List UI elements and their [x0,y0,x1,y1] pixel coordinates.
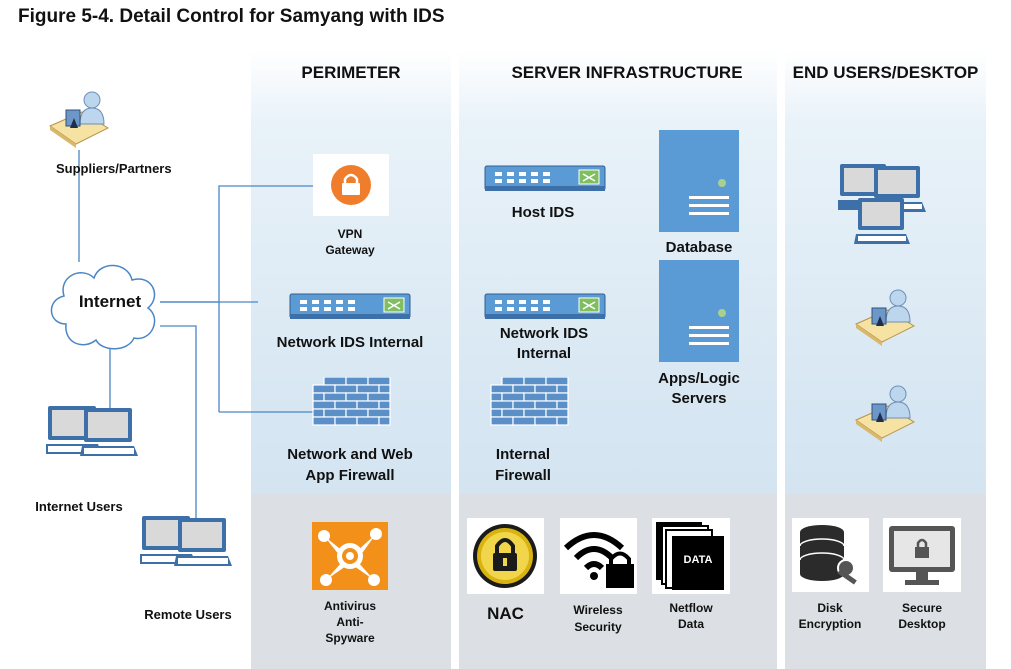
secure-label-line1: Secure [901,601,943,615]
server-nids-label-line2: Internal [516,345,572,362]
firewall-label-line2: App Firewall [305,467,395,484]
vpn-label-line1: VPN [337,227,363,241]
internet-cloud-icon [50,264,156,350]
database-key-icon [799,525,857,585]
suppliers-label: Suppliers/Partners [56,161,172,176]
vpn-gateway-tile [313,154,389,216]
antivirus-icon [318,528,382,586]
network-ids-internal-label: Network IDS Internal [276,334,424,351]
internal-firewall-label-line2: Firewall [495,467,551,484]
nac-padlock-icon [473,524,537,588]
vpn-lock-icon [331,165,371,205]
apps-label-line2: Servers [671,390,727,407]
apps-label-line1: Apps/Logic [658,370,740,387]
remote-users-computer-icon [140,516,232,566]
disk-label-line2: Encryption [798,617,862,631]
network-ids-appliance-icon [289,293,411,319]
antivirus-tile [312,522,388,590]
host-ids-appliance-icon [484,165,606,191]
desktop-computers-icon [838,164,926,244]
server-heading: SERVER INFRASTRUCTURE [511,63,743,82]
vpn-label-line2: Gateway [325,243,375,257]
antivirus-label-line1: Antivirus [323,599,376,613]
figure-title: Figure 5-4. Detail Control for Samyang w… [18,6,445,27]
internal-firewall-label-line1: Internal [495,446,551,463]
apps-server-icon [659,260,739,362]
nac-label: NAC [487,604,524,623]
remote-users-label: Remote Users [144,607,232,622]
perimeter-heading: PERIMETER [301,63,401,82]
antivirus-label-line3: Spyware [325,631,375,645]
firewall-label-line1: Network and Web [287,446,413,463]
internet-users-label: Internet Users [35,499,123,514]
wireless-label-line1: Wireless [573,603,623,617]
disk-label-line1: Disk [817,601,843,615]
wifi-lock-icon [563,532,634,588]
monitor-lock-icon [889,526,955,585]
server-network-ids-appliance-icon [484,293,606,319]
antivirus-label-line2: Anti- [336,615,364,629]
server-nids-label-line1: Network IDS [499,325,589,342]
end-user-icon-1 [854,289,916,346]
wireless-label-line2: Security [574,620,622,634]
firewall-icon [312,377,391,426]
database-label: Database [665,239,733,256]
secure-label-line2: Desktop [898,617,946,631]
supplier-user-icon [48,91,110,148]
netflow-label-line1: Netflow [669,601,713,615]
nac-tile [467,518,544,594]
host-ids-label: Host IDS [511,204,575,221]
disk-encryption-tile [792,518,869,592]
internet-users-computer-icon [46,406,138,456]
end-user-icon-2 [854,385,916,442]
wireless-security-tile [560,518,637,594]
netflow-data-tile: DATA [652,518,730,594]
secure-desktop-tile [883,518,961,592]
internet-label: Internet [78,292,142,311]
data-documents-icon [656,522,724,590]
netflow-label-line2: Data [677,617,704,631]
internal-firewall-icon [490,377,569,426]
endusers-heading: END USERS/DESKTOP [792,63,979,82]
database-server-icon [659,130,739,232]
netflow-icon-text: DATA [683,554,713,566]
